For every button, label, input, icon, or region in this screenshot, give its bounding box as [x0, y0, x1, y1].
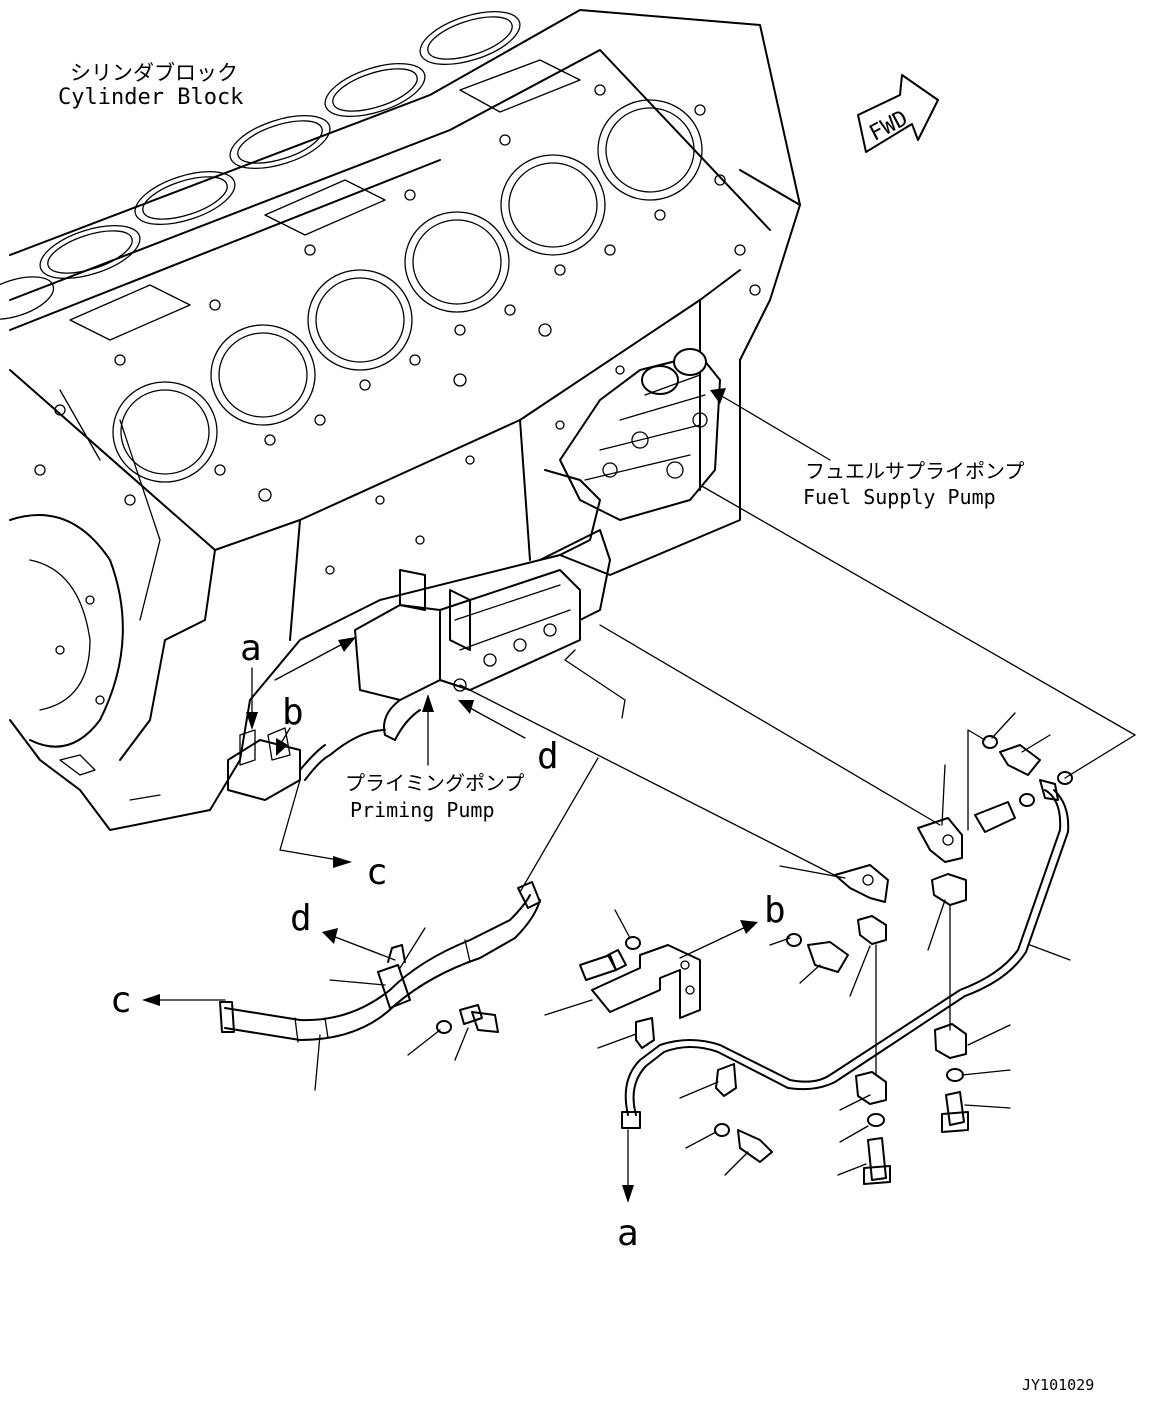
fuel-hose-left — [219, 757, 599, 1043]
right-parts — [786, 729, 1136, 1185]
drawing-number: JY101029 — [1022, 1376, 1094, 1394]
fwd-arrow — [857, 74, 939, 153]
ref-c-top: c — [366, 852, 388, 893]
priming-pump-label-jp: プライミングポンプ — [345, 771, 524, 795]
fuel-supply-pump — [544, 348, 721, 556]
reference-leaders — [314, 712, 1071, 1176]
center-bracket — [579, 936, 773, 1163]
ref-b-right: b — [764, 890, 786, 931]
ref-c-left: c — [110, 980, 132, 1021]
cylinder-block-label-jp: シリンダブロック — [70, 61, 238, 85]
ref-d-top: d — [537, 736, 559, 777]
cylinder-block — [0, 9, 801, 831]
ref-d-left: d — [290, 898, 312, 939]
fuel-supply-pump-label-jp: フュエルサプライポンプ — [805, 459, 1024, 483]
bottom-arrows — [142, 920, 758, 1203]
fwd-label: FWD — [865, 106, 912, 147]
priming-pump-label-en: Priming Pump — [350, 798, 495, 822]
ref-a-top: a — [240, 628, 262, 669]
priming-pump — [227, 529, 611, 801]
cylinder-block-label-en: Cylinder Block — [58, 85, 243, 110]
fuel-supply-pump-label-en: Fuel Supply Pump — [803, 485, 996, 509]
ref-b-top: b — [282, 692, 304, 733]
text-labels: シリンダブロック Cylinder Block FWD フュエルサプライポンプ … — [58, 61, 1094, 1394]
ref-a-bottom: a — [617, 1213, 639, 1254]
fuel-tube-right — [621, 779, 1070, 1129]
top-leaders — [246, 388, 1136, 879]
